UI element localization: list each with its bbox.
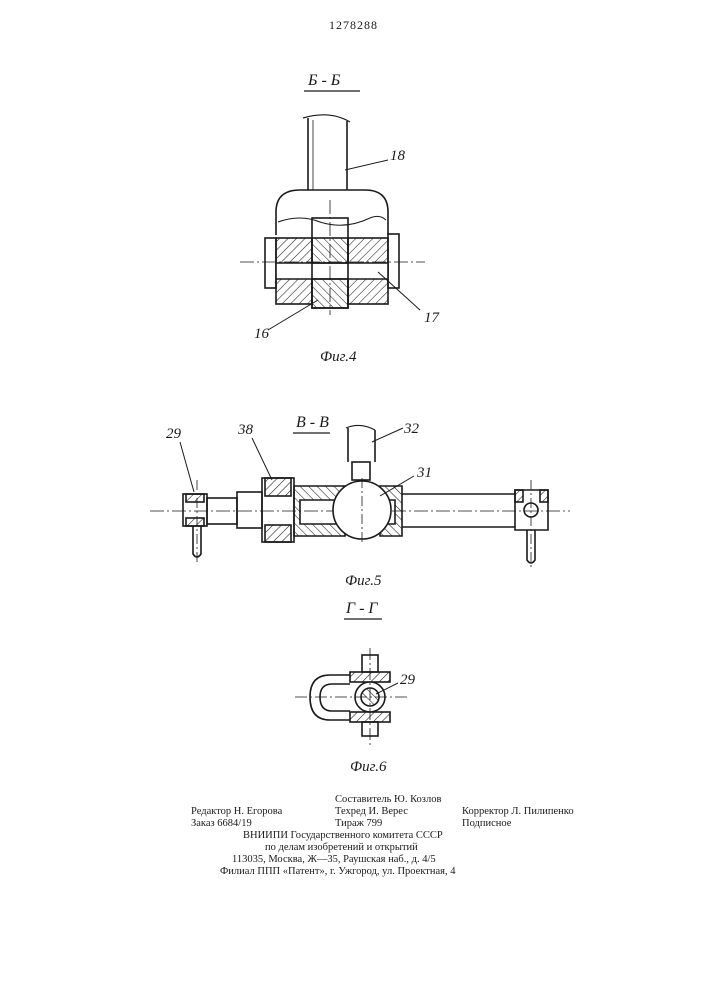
imprint-org-line1: ВНИИПИ Государственного комитета СССР [243,830,443,842]
imprint-subscription: Подписное [462,818,511,830]
caption-fig5: Фиг.5 [345,573,382,589]
callout-32: 32 [403,421,420,437]
arm-eye-hatch-1 [515,490,523,502]
section-label-fig4: Б - Б [307,72,341,89]
imprint-org-line2: по делам изобретений и открытий [265,842,418,854]
section-label-fig6: Г - Г [345,600,378,617]
leader-18 [345,160,388,170]
callout-29: 29 [166,426,182,442]
callout-17: 17 [424,310,441,326]
fork-body [276,190,388,235]
leader-29 [180,442,194,492]
arm-right [402,494,515,527]
callout-16: 16 [254,326,270,342]
rod-32-neck [352,462,370,480]
figure-6: Г - Г 29 Фиг.6 [295,600,416,775]
clip-outer [310,675,350,720]
imprint-address: 113035, Москва, Ж—35, Раушская наб., д. … [232,854,436,866]
rod-32-break [346,425,375,430]
rod-break-line [303,115,350,122]
imprint-branch: Филиал ППП «Патент», г. Ужгород, ул. Про… [220,866,455,878]
nut-38-hatch-top [265,478,291,496]
leader-38 [252,438,272,480]
pin-head-right [388,234,399,288]
figure-5: В - В [150,414,570,589]
imprint-compiler: Составитель Ю. Козлов [335,794,441,806]
imprint-circulation: Тираж 799 [335,818,382,830]
callout-31: 31 [416,465,432,481]
imprint-corrector: Корректор Л. Пилипенко [462,806,574,818]
caption-fig4: Фиг.4 [320,349,357,365]
nut-38-hatch-bottom [265,525,291,542]
figure-4: Б - Б 18 16 17 Фиг.4 [240,72,441,365]
pin-head-left [265,238,276,288]
shaft-middle [237,492,262,528]
imprint-editor: Редактор Н. Егорова [191,806,282,818]
imprint-techred: Техред И. Верес [335,806,408,818]
section-label-fig5: В - В [296,414,329,431]
pin-29-hatch-top [186,494,204,502]
callout-38: 38 [237,422,254,438]
pin-29-hatch-bottom [186,518,204,526]
callout-29-fig6: 29 [400,672,416,688]
callout-18: 18 [390,148,406,164]
imprint-order: Заказ 6684/19 [191,818,252,830]
clip-inner [320,684,350,711]
arm-eye-hatch-2 [540,490,548,502]
leader-32 [372,428,403,442]
caption-fig6: Фиг.6 [350,759,387,775]
